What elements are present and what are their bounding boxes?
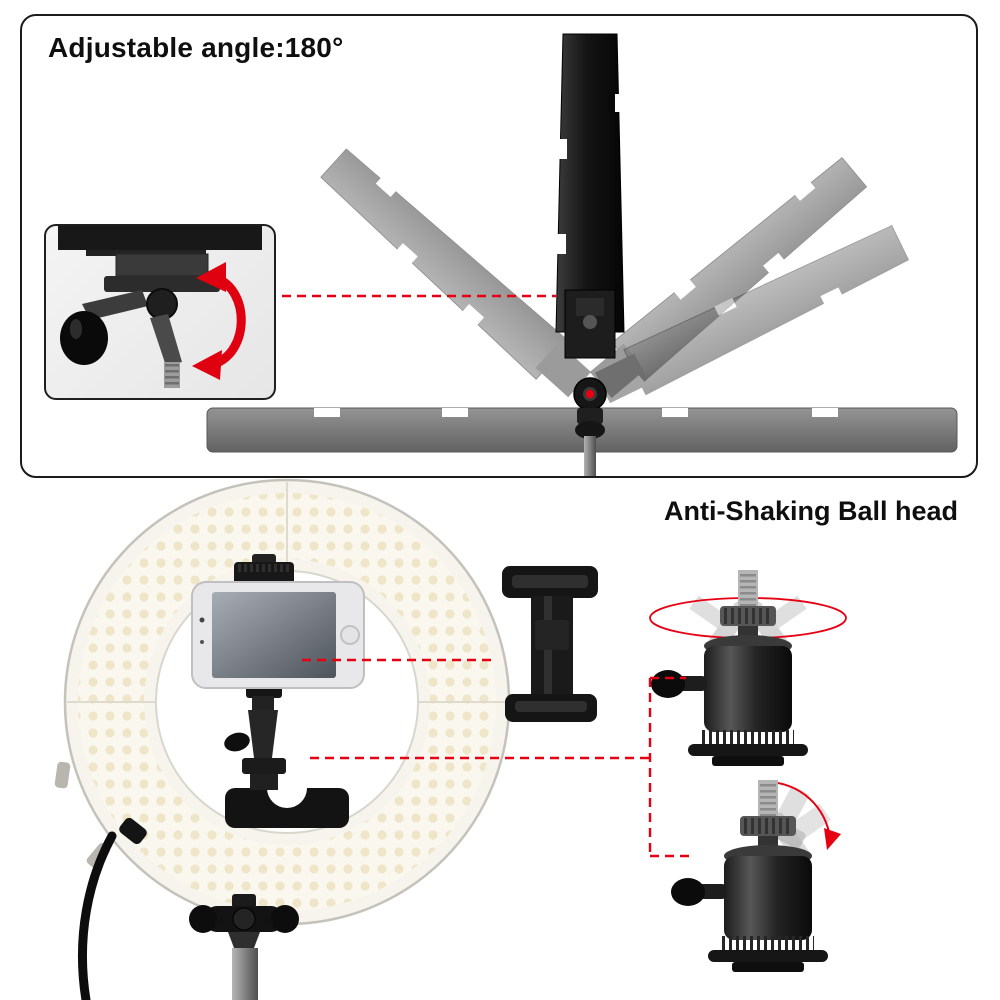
power-cable xyxy=(78,831,117,1000)
knob-inset xyxy=(44,224,276,400)
phone xyxy=(191,581,365,689)
angle-title: Adjustable angle:180° xyxy=(48,32,344,63)
rotation-arrow-icon xyxy=(192,262,246,380)
cable-entry xyxy=(119,817,147,845)
panel-angle-illustration xyxy=(206,33,958,476)
main-panel xyxy=(555,33,625,359)
phone-clip xyxy=(502,566,598,722)
bottom-illustration xyxy=(54,478,847,1000)
phone-screen xyxy=(212,592,336,678)
ball-head-bottom xyxy=(671,780,841,972)
tension-knob xyxy=(671,878,705,906)
tension-knob xyxy=(651,670,685,698)
ballhead-title: Anti-Shaking Ball head xyxy=(664,496,959,526)
frame-clip xyxy=(54,761,71,789)
phone-camera-icon xyxy=(199,617,205,623)
panel-stand xyxy=(575,408,605,476)
home-button xyxy=(340,625,360,645)
ball-head-top xyxy=(649,570,847,766)
angle-demo-panel: Adjustable angle:180° xyxy=(20,14,978,478)
stand-mount xyxy=(189,894,299,1000)
ghost-panel-right-2 xyxy=(595,225,910,404)
pivot-knob xyxy=(573,377,607,411)
ball-head-mount-in-ring xyxy=(224,682,286,790)
knob-closeup-illustration xyxy=(58,226,262,388)
ghost-panel-left xyxy=(320,148,591,398)
ring-light xyxy=(54,478,511,926)
locking-knob xyxy=(60,311,108,365)
tripod-pole xyxy=(232,948,258,1000)
rotation-arc-arrow xyxy=(767,781,841,850)
